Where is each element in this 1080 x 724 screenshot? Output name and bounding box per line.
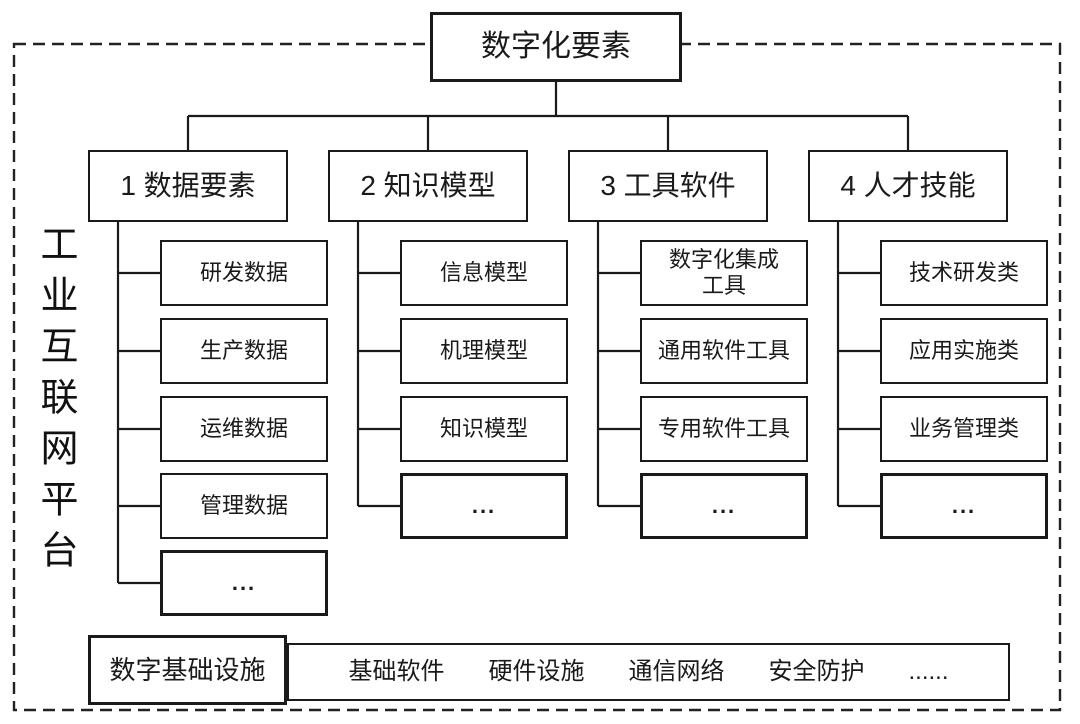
tree-node: 知识模型: [400, 396, 568, 462]
tree-node: 管理数据: [160, 473, 328, 539]
branch-node-tool-software: 3 工具软件: [568, 150, 768, 222]
tree-node: 信息模型: [400, 240, 568, 306]
tree-node-ellipsis: ...: [640, 473, 808, 539]
tree-node: 专用软件工具: [640, 396, 808, 462]
root-node-digital-elements: 数字化要素: [430, 12, 682, 82]
tree-node: 应用实施类: [880, 318, 1048, 384]
infra-item: 硬件设施: [488, 657, 585, 685]
infra-item-ellipsis: ......: [908, 657, 949, 685]
platform-label: 工业互联网平台: [34, 224, 76, 581]
branch-node-data-elements: 1 数据要素: [88, 150, 288, 222]
infra-item: 基础软件: [348, 657, 445, 685]
tree-node: 数字化集成 工具: [640, 240, 808, 306]
infra-item: 安全防护: [768, 657, 865, 685]
tree-node: 机理模型: [400, 318, 568, 384]
branch-node-talent-skills: 4 人才技能: [808, 150, 1008, 222]
infra-item: 通信网络: [628, 657, 725, 685]
tree-node-ellipsis: ...: [400, 473, 568, 539]
infrastructure-items-bar: 基础软件 硬件设施 通信网络 安全防护 ......: [287, 643, 1010, 701]
tree-node: 运维数据: [160, 396, 328, 462]
tree-node: 技术研发类: [880, 240, 1048, 306]
tree-node-ellipsis: ...: [880, 473, 1048, 539]
branch-node-knowledge-models: 2 知识模型: [328, 150, 528, 222]
tree-node-ellipsis: ...: [160, 550, 328, 616]
tree-node: 生产数据: [160, 318, 328, 384]
infrastructure-title-box: 数字基础设施: [88, 635, 287, 705]
tree-node: 研发数据: [160, 240, 328, 306]
tree-node: 业务管理类: [880, 396, 1048, 462]
tree-node: 通用软件工具: [640, 318, 808, 384]
